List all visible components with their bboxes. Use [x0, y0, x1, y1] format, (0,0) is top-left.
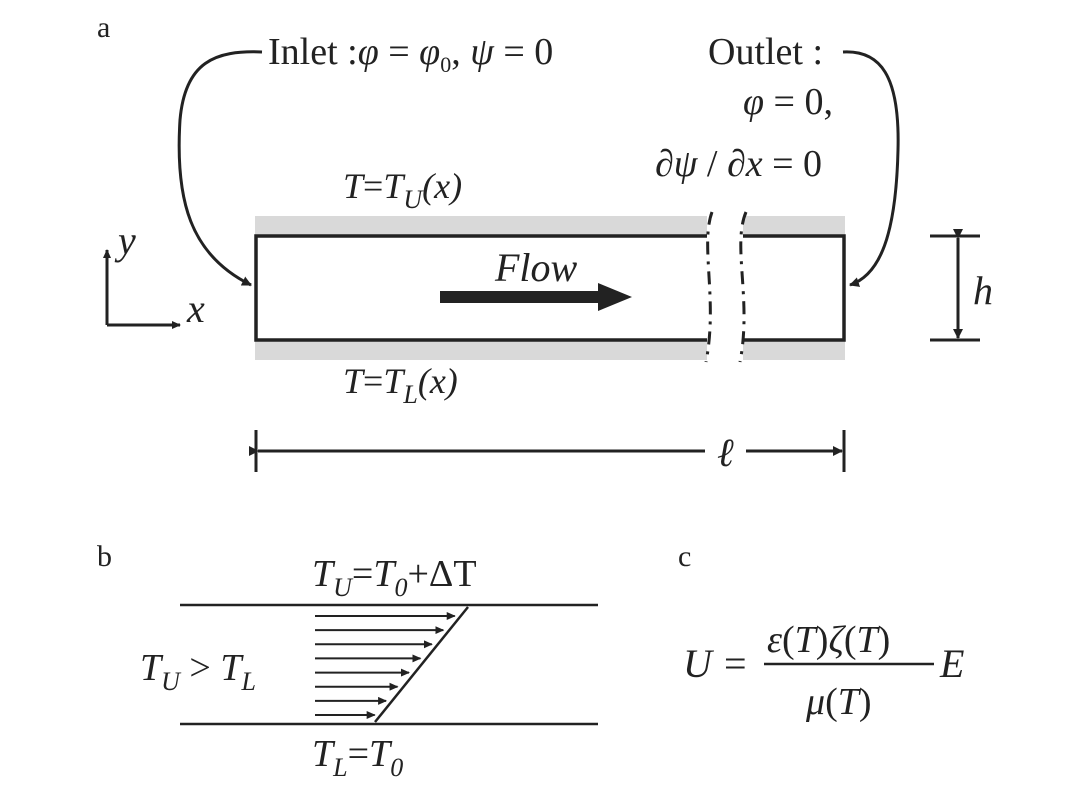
panel-c: c U = ε(T)ζ(T) μ(T) E: [678, 540, 964, 723]
upper-wall: [255, 216, 845, 236]
equation-numerator: ε(T)ζ(T): [767, 619, 890, 661]
flow-arrow-head: [598, 283, 632, 311]
outlet-condition-line3: ∂ψ / ∂x = 0: [655, 143, 822, 185]
flow-label: Flow: [494, 245, 578, 290]
panel-b-top-label: TU=T0+ΔT: [312, 553, 477, 602]
equation-equals: =: [724, 641, 747, 686]
upper-bc-label: T=TU(x): [343, 166, 462, 214]
panel-a: a Flow T=TU(x) T=TL(x) Inlet :φ = φ0, ψ …: [97, 11, 993, 475]
equation-lhs: U: [683, 641, 715, 686]
inlet-condition: Inlet :φ = φ0, ψ = 0: [268, 31, 553, 77]
panel-b-temperature-relation: TU > TL: [140, 647, 256, 696]
inlet-pointer-arrow: [177, 50, 263, 287]
equation-rhs: E: [939, 641, 964, 686]
outlet-condition-line1: Outlet :: [708, 31, 823, 73]
channel: [254, 234, 846, 342]
break-gap: [707, 210, 743, 366]
height-label: h: [973, 268, 993, 313]
lower-bc-label: T=TL(x): [343, 361, 458, 409]
panel-b-label: b: [97, 540, 112, 573]
velocity-profile-line: [374, 606, 469, 723]
break-line-left: [704, 211, 714, 363]
length-label: ℓ: [717, 430, 734, 475]
outlet-condition-line2: φ = 0,: [743, 81, 833, 123]
y-axis-label: y: [114, 218, 136, 263]
lower-wall: [255, 340, 845, 360]
equation-denominator: μ(T): [805, 681, 872, 723]
panel-b: b TU=T0+ΔT TU > TL TL=T0: [97, 540, 598, 782]
panel-c-label: c: [678, 540, 691, 573]
velocity-profile-arrows: [315, 612, 456, 719]
flow-arrow-shaft: [440, 291, 600, 303]
outlet-pointer-arrow: [842, 50, 900, 287]
break-line-right: [738, 211, 748, 363]
panel-a-label: a: [97, 11, 110, 44]
x-axis-label: x: [186, 286, 205, 331]
panel-b-bottom-label: TL=T0: [312, 733, 403, 782]
